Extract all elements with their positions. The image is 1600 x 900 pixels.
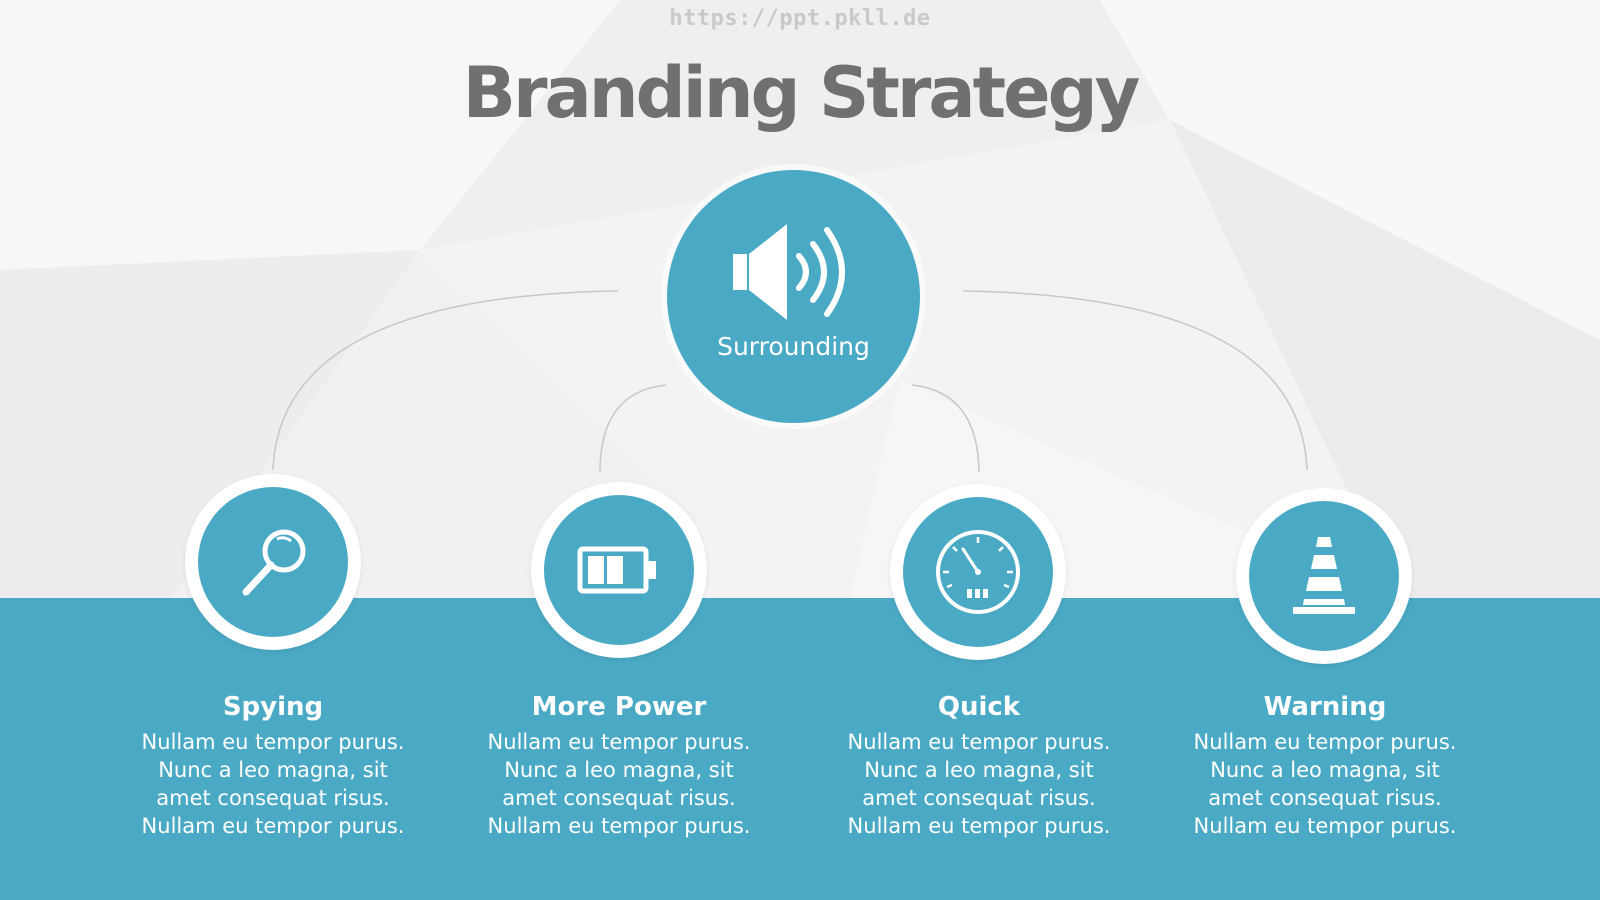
center-circle: Surrounding: [667, 170, 920, 423]
connector-arc-spying: [272, 290, 619, 471]
speaker-icon: [733, 224, 845, 320]
item-line: Nullam eu tempor purus.: [141, 814, 405, 838]
item-title: Warning: [1263, 692, 1387, 722]
battery-icon: [577, 546, 656, 594]
item-line: Nullam eu tempor purus.: [1193, 730, 1457, 754]
node-inner: [903, 497, 1053, 647]
item-line: Nunc a leo magna, sit: [864, 758, 1094, 782]
item-line: Nunc a leo magna, sit: [1210, 758, 1440, 782]
item-line: Nunc a leo magna, sit: [158, 758, 388, 782]
item-line: amet consequat risus.: [502, 786, 736, 810]
node-quick: [890, 484, 1066, 660]
traffic-cone-icon: [1293, 537, 1355, 614]
source-url: https://ppt.pkll.de: [669, 6, 931, 31]
node-inner: [544, 495, 694, 645]
item-title: Quick: [937, 692, 1021, 722]
connector-arc-more-power: [599, 384, 667, 473]
item-line: Nullam eu tempor purus.: [141, 730, 405, 754]
item-spying: Spying Nullam eu tempor purus. Nunc a le…: [113, 686, 433, 840]
page-title: Branding Strategy: [462, 52, 1141, 134]
connector-arc-quick: [911, 384, 980, 473]
item-line: Nullam eu tempor purus.: [487, 814, 751, 838]
item-line: Nullam eu tempor purus.: [847, 730, 1111, 754]
magnifier-icon: [242, 529, 306, 596]
node-more-power: [531, 482, 707, 658]
node-warning: [1236, 488, 1412, 664]
connector-arc-warning: [962, 290, 1308, 471]
item-line: amet consequat risus.: [862, 786, 1096, 810]
item-title: Spying: [222, 692, 324, 722]
item-more-power: More Power Nullam eu tempor purus. Nunc …: [459, 686, 779, 840]
item-title: More Power: [531, 692, 707, 722]
item-line: Nunc a leo magna, sit: [504, 758, 734, 782]
node-inner: [1249, 501, 1399, 651]
item-warning: Warning Nullam eu tempor purus. Nunc a l…: [1165, 686, 1485, 840]
node-inner: [198, 487, 348, 637]
item-line: Nullam eu tempor purus.: [487, 730, 751, 754]
speedometer-icon: [936, 530, 1020, 614]
item-quick: Quick Nullam eu tempor purus. Nunc a leo…: [819, 686, 1139, 840]
item-line: Nullam eu tempor purus.: [1193, 814, 1457, 838]
item-line: Nullam eu tempor purus.: [847, 814, 1111, 838]
item-line: amet consequat risus.: [156, 786, 390, 810]
center-label: Surrounding: [717, 332, 870, 361]
item-line: amet consequat risus.: [1208, 786, 1442, 810]
node-spying: [185, 474, 361, 650]
